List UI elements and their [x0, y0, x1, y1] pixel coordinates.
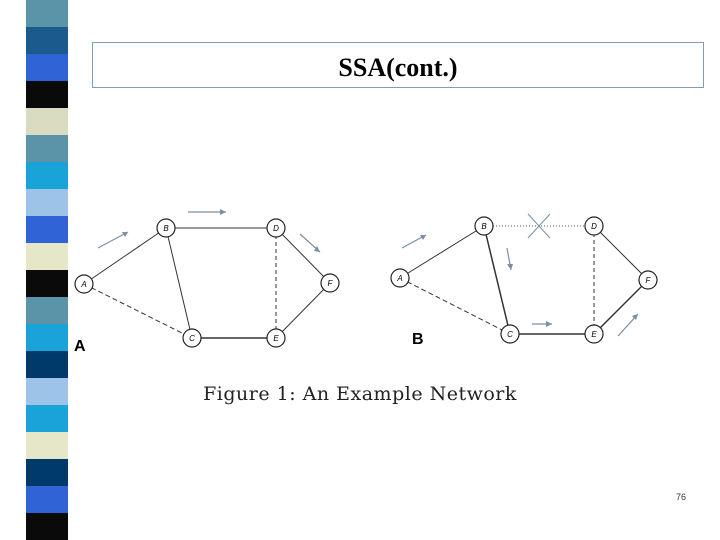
- svg-text:A: A: [396, 274, 402, 283]
- edge-d-f: [275, 227, 331, 284]
- strip-tile: [26, 108, 68, 135]
- title-box: SSA(cont.): [92, 42, 704, 88]
- panel-a: A B C D E F A: [74, 209, 340, 355]
- page-number: 76: [676, 492, 687, 502]
- svg-text:E: E: [591, 330, 597, 339]
- strip-tile: [26, 135, 68, 162]
- strip-tile: [26, 513, 68, 540]
- strip-tile: [26, 297, 68, 324]
- node-e: E: [266, 328, 286, 348]
- svg-text:A: A: [80, 280, 86, 289]
- strip-tile: [26, 432, 68, 459]
- svg-text:B: B: [163, 224, 169, 233]
- edge-a-c: [399, 277, 511, 335]
- edge-a-c: [83, 283, 193, 339]
- page-title: SSA(cont.): [338, 53, 458, 82]
- node-a: A: [390, 268, 410, 288]
- panel-a-label: A: [74, 338, 86, 355]
- panel-b: A B C D E F B: [390, 213, 658, 348]
- strip-tile: [26, 216, 68, 243]
- panel-b-label: B: [412, 331, 424, 348]
- svg-text:E: E: [273, 334, 279, 343]
- edge-a-b: [399, 225, 485, 279]
- figure-caption: Figure 1: An Example Network: [203, 383, 517, 405]
- strip-tile: [26, 486, 68, 513]
- edge-e-f: [593, 279, 649, 335]
- strip-tile: [26, 270, 68, 297]
- svg-text:D: D: [591, 222, 597, 231]
- strip-tile: [26, 459, 68, 486]
- arrowhead: [420, 235, 426, 240]
- node-a: A: [74, 274, 94, 294]
- node-d: D: [584, 216, 604, 236]
- edge-b-c: [483, 225, 511, 335]
- svg-text:F: F: [646, 276, 652, 285]
- strip-tile: [26, 243, 68, 270]
- arrowhead: [122, 232, 128, 237]
- edge-d-f: [593, 225, 649, 281]
- strip-tile: [26, 378, 68, 405]
- svg-text:B: B: [481, 222, 487, 231]
- node-b: B: [474, 216, 494, 236]
- node-e: E: [584, 324, 604, 344]
- arrow-a-b: [97, 231, 129, 249]
- node-d: D: [266, 218, 286, 238]
- edge-b-c: [165, 227, 193, 339]
- arrowhead: [314, 246, 320, 252]
- arrowhead: [220, 209, 226, 215]
- strip-tile: [26, 351, 68, 378]
- node-f: F: [320, 273, 340, 293]
- strip-tile: [26, 81, 68, 108]
- edge-a-b: [83, 227, 167, 285]
- arrowhead: [632, 314, 638, 320]
- node-f: F: [638, 270, 658, 290]
- node-c: C: [182, 328, 202, 348]
- strip-tile: [26, 0, 68, 27]
- node-c: C: [500, 324, 520, 344]
- strip-tile: [26, 27, 68, 54]
- svg-text:C: C: [507, 330, 513, 339]
- strip-tile: [26, 162, 68, 189]
- svg-text:C: C: [189, 334, 195, 343]
- strip-tile: [26, 324, 68, 351]
- edge-e-f: [275, 282, 331, 339]
- strip-tile: [26, 54, 68, 81]
- cross-mark: [527, 213, 551, 239]
- svg-text:D: D: [273, 224, 279, 233]
- decorative-side-strip: [26, 0, 68, 540]
- arrowhead: [546, 321, 552, 327]
- strip-tile: [26, 189, 68, 216]
- node-b: B: [156, 218, 176, 238]
- strip-tile: [26, 405, 68, 432]
- arrowhead: [507, 264, 513, 270]
- network-diagram: A B C D E F A A B C D E F B: [74, 209, 658, 355]
- svg-text:F: F: [328, 279, 334, 288]
